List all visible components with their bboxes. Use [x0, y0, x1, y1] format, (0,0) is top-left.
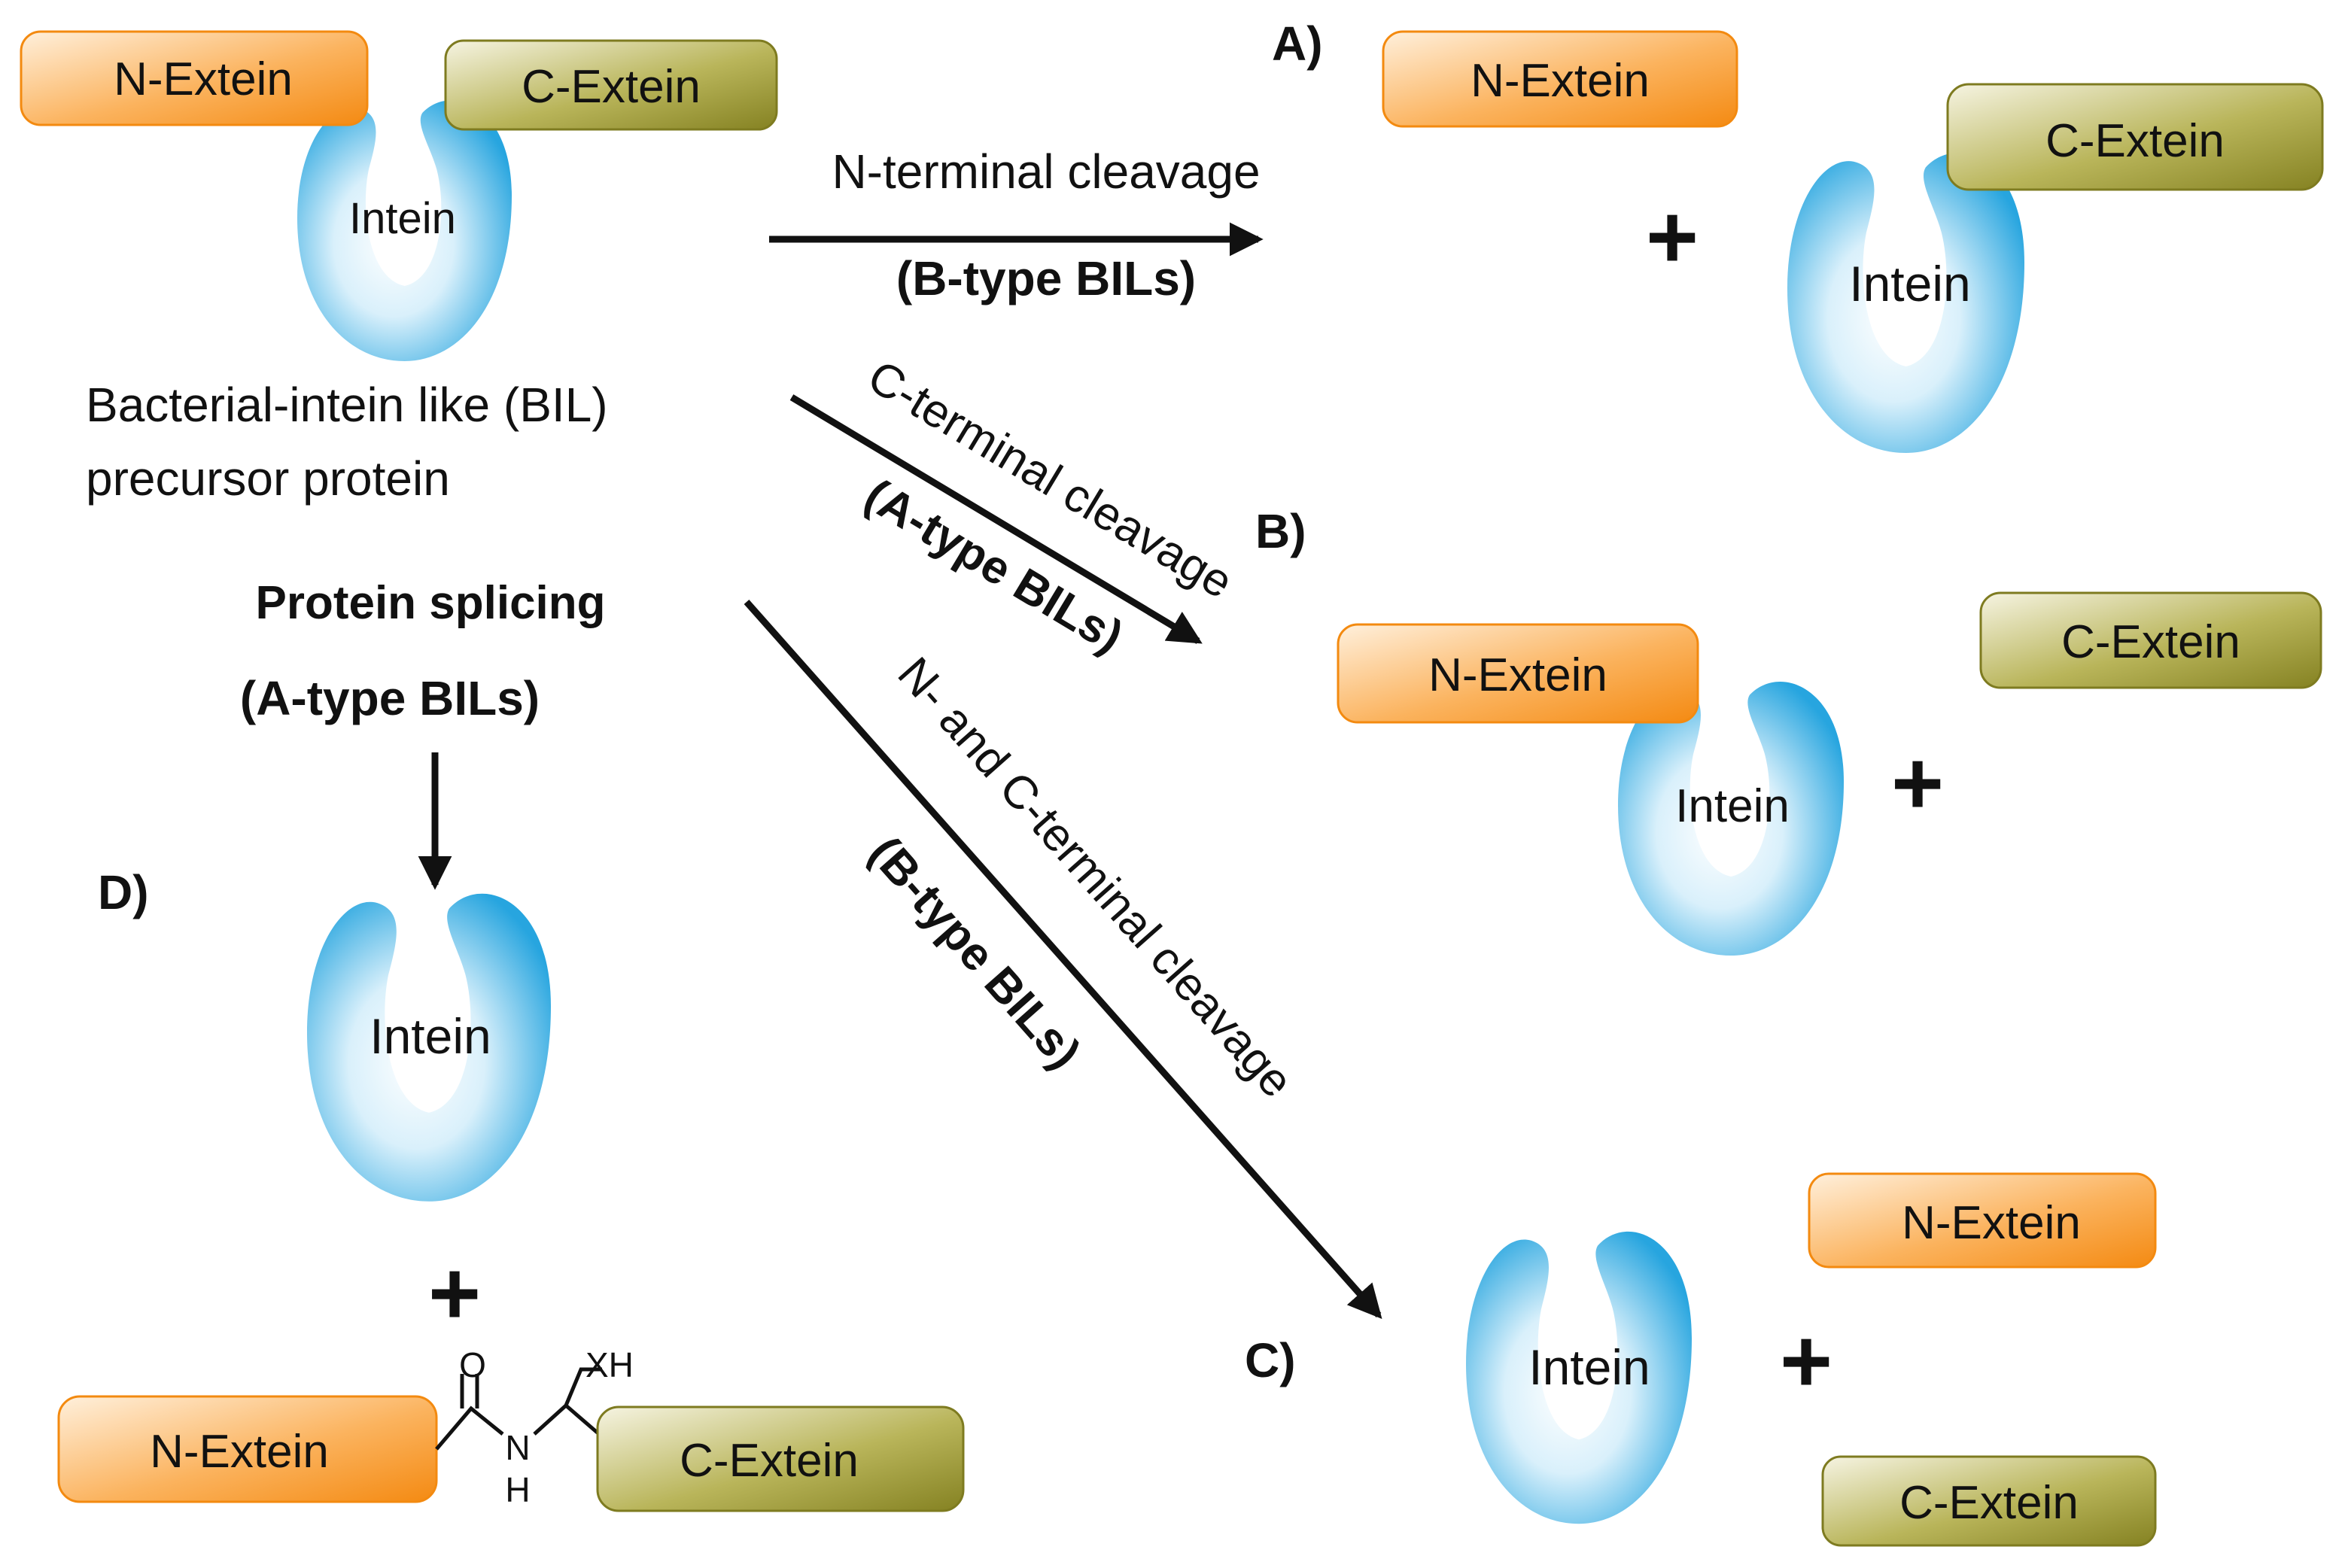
product-c-plus: + [1780, 1311, 1832, 1412]
arrow-c [744, 600, 1382, 1320]
product-d-plus: + [428, 1243, 481, 1344]
product-d-n-extein-label: N-Extein [150, 1426, 329, 1478]
precursor-n-extein-label: N-Extein [114, 53, 293, 105]
n-and-c-terminal-cleavage-label: N- and C-terminal cleavage [887, 648, 1303, 1108]
product-a-intein-label: Intein [1849, 256, 1970, 311]
chem-n: N [505, 1428, 530, 1467]
product-d-intein-label: Intein [370, 1008, 491, 1064]
linker-bonds [435, 1367, 602, 1451]
precursor-complex: Intein N-Extein C-Extein [20, 30, 778, 361]
product-d-c-extein [596, 1405, 965, 1512]
product-a-n-extein [1382, 30, 1738, 128]
precursor-intein-label: Intein [349, 194, 456, 243]
precursor-c-extein-label: C-Extein [522, 61, 701, 113]
chem-xh: XH [585, 1345, 634, 1384]
product-b-n-extein [1337, 623, 1699, 724]
product-c-intein-label: Intein [1528, 1339, 1650, 1395]
product-b-plus: + [1891, 733, 1944, 834]
product-a: N-Extein + Intein C-Extein [1382, 30, 2324, 454]
product-b-n-extein-label: N-Extein [1428, 649, 1607, 701]
product-b-intein-label: Intein [1675, 780, 1790, 832]
product-d: Intein + N-Extein O N H XH C-Extein [57, 893, 965, 1512]
product-b-c-extein [1979, 591, 2322, 689]
product-c-n-extein-label: N-Extein [1902, 1197, 2081, 1249]
product-b: Intein N-Extein + C-Extein [1337, 591, 2322, 956]
precursor-n-extein [20, 30, 369, 126]
pathway-b-label: B) [1255, 504, 1306, 558]
chem-o: O [459, 1345, 486, 1384]
product-d-c-extein-label: C-Extein [680, 1435, 859, 1487]
pathway-c-label: C) [1245, 1333, 1296, 1387]
product-a-n-extein-label: N-Extein [1471, 55, 1650, 107]
b-type-bils-top-label: (B-type BILs) [896, 251, 1196, 305]
product-c-n-extein [1808, 1172, 2157, 1269]
product-a-c-extein [1946, 83, 2324, 191]
pathway-a-label: A) [1272, 17, 1323, 71]
precursor-caption-line1: Bacterial-intein like (BIL) [86, 378, 608, 432]
product-c-c-extein [1821, 1455, 2157, 1547]
product-c-c-extein-label: C-Extein [1899, 1477, 2079, 1529]
n-terminal-cleavage-label: N-terminal cleavage [832, 144, 1260, 199]
amide-linker [435, 1367, 602, 1451]
chem-h: H [505, 1470, 530, 1509]
a-type-bils-splice-label: (A-type BILs) [240, 671, 540, 725]
precursor-c-extein [444, 39, 778, 131]
product-c: Intein + N-Extein C-Extein [1466, 1172, 2157, 1547]
product-a-plus: + [1646, 187, 1699, 287]
arrow-b [789, 394, 1203, 644]
product-a-c-extein-label: C-Extein [2045, 115, 2225, 167]
protein-splicing-label: Protein splicing [255, 577, 605, 629]
precursor-caption-line2: precursor protein [86, 451, 450, 506]
pathway-d-label: D) [98, 865, 149, 919]
product-b-c-extein-label: C-Extein [2061, 616, 2240, 668]
